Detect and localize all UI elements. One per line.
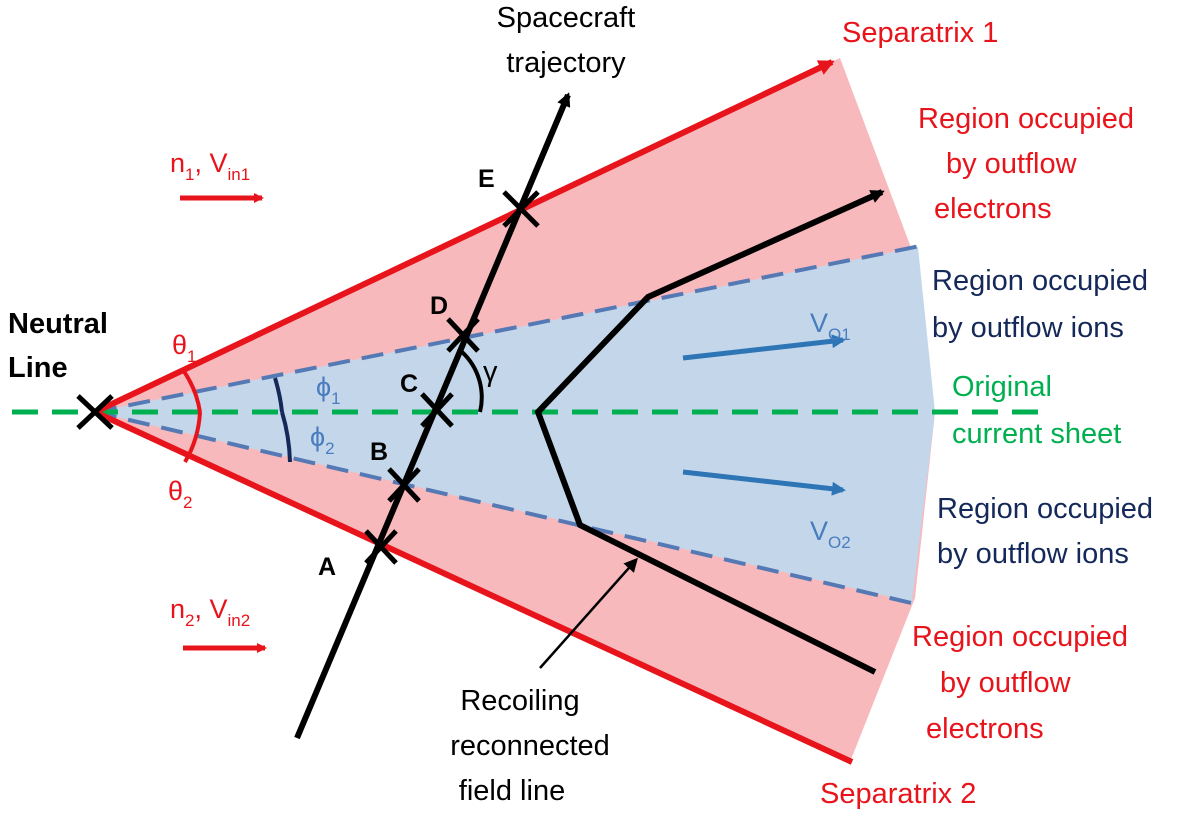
spacecraft-label-1: Spacecraft xyxy=(497,2,636,34)
neutral-line-x-mark xyxy=(76,394,114,430)
gamma-label: γ xyxy=(483,356,498,388)
original-sheet-label-2: current sheet xyxy=(952,418,1121,450)
spacecraft-label-2: trajectory xyxy=(506,47,626,79)
theta-2-label: θ2 xyxy=(168,476,193,512)
phi-2-arc xyxy=(280,411,292,463)
inflow-1-label: n1, Vin1 xyxy=(170,148,250,184)
recoiling-label-3: field line xyxy=(459,775,565,807)
gamma-arc xyxy=(460,350,484,413)
neutral-line-label-2: Line xyxy=(8,352,68,384)
point-e-x-mark xyxy=(502,190,540,228)
recoiling-field-line xyxy=(534,189,885,675)
point-c-label: C xyxy=(400,370,418,398)
phi-1-arc xyxy=(273,377,284,413)
theta-1-arc xyxy=(181,368,202,413)
phi-1-label: ϕ1 xyxy=(316,372,341,408)
ions-bottom-label-1: Region occupied xyxy=(937,493,1153,525)
vo2-label: VO2 xyxy=(810,516,851,552)
theta-1-label: θ1 xyxy=(172,330,197,366)
electrons-bottom-label-1: Region occupied xyxy=(912,621,1128,653)
point-c-x-mark xyxy=(420,392,454,428)
point-a-x-mark xyxy=(364,529,398,565)
point-e-label: E xyxy=(478,165,495,193)
point-d-x-mark xyxy=(446,317,480,353)
point-b-label: B xyxy=(370,438,388,466)
ion-outflow-region xyxy=(95,247,935,602)
ion-boundary-lower xyxy=(94,410,921,607)
separatrix-1-label: Separatrix 1 xyxy=(842,17,998,49)
neutral-line-label-1: Neutral xyxy=(8,308,108,340)
phi-2-label: ϕ2 xyxy=(310,422,335,458)
inflow-2-label: n2, Vin2 xyxy=(170,594,250,630)
vo1-label: VO1 xyxy=(810,308,851,344)
electrons-bottom-label-2: by outflow xyxy=(940,667,1072,699)
ions-top-label-1: Region occupied xyxy=(932,265,1148,297)
ions-bottom-label-2: by outflow ions xyxy=(937,538,1129,570)
separatrix-2-line xyxy=(93,409,854,765)
field-line-pointer xyxy=(539,557,638,669)
theta-2-arc xyxy=(183,411,202,464)
recoiling-label-1: Recoiling xyxy=(460,685,579,717)
point-b-x-mark xyxy=(387,467,421,503)
vo2-arrow xyxy=(682,469,846,496)
ions-top-label-2: by outflow ions xyxy=(932,312,1124,344)
separatrix-1-line xyxy=(93,59,835,415)
electrons-top-label-1: Region occupied xyxy=(918,103,1134,135)
point-d-label: D xyxy=(430,292,448,320)
ion-boundary-upper xyxy=(94,243,926,414)
recoiling-label-2: reconnected xyxy=(450,730,610,762)
point-a-label: A xyxy=(318,553,336,581)
electrons-top-label-3: electrons xyxy=(934,193,1052,225)
electrons-bottom-label-3: electrons xyxy=(926,713,1044,745)
separatrix-2-label: Separatrix 2 xyxy=(820,778,976,810)
vo1-arrow xyxy=(682,334,846,361)
original-sheet-label-1: Original xyxy=(952,371,1052,403)
electrons-top-label-2: by outflow xyxy=(946,148,1078,180)
